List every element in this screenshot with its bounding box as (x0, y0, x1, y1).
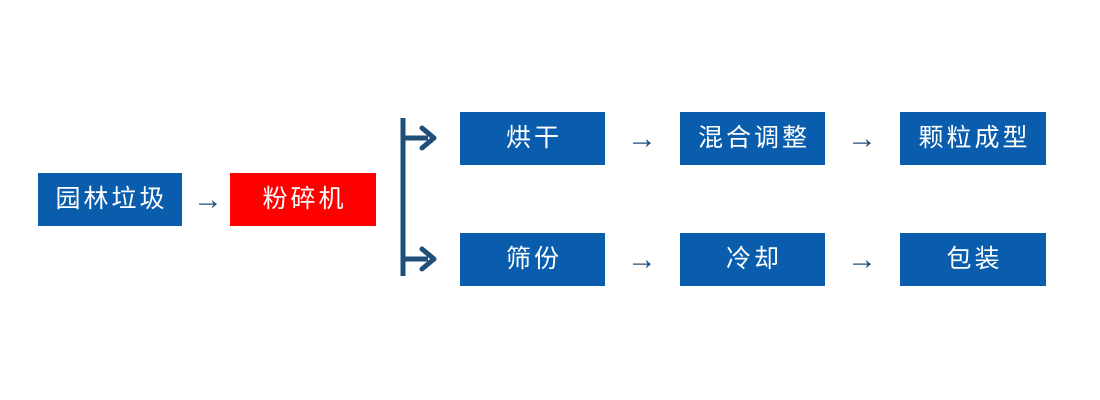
arrow-right-icon-input: → (193, 183, 223, 216)
node-mixing-adjustment[interactable]: 混合调整 (680, 112, 825, 165)
node-drying[interactable]: 烘干 (460, 112, 605, 165)
arrow-right-icon-top-1: → (627, 122, 657, 155)
node-packaging[interactable]: 包装 (900, 233, 1046, 286)
node-crusher[interactable]: 粉碎机 (230, 173, 376, 226)
arrow-right-icon-bottom-1: → (627, 243, 657, 276)
node-cooling[interactable]: 冷却 (680, 233, 825, 286)
branch-split-icon (400, 118, 437, 276)
node-pellet-forming[interactable]: 颗粒成型 (900, 112, 1046, 165)
arrow-right-icon-bottom-2: → (847, 243, 877, 276)
node-screening[interactable]: 筛份 (460, 233, 605, 286)
node-raw-material[interactable]: 园林垃圾 (38, 173, 182, 226)
arrow-right-icon-top-2: → (847, 122, 877, 155)
branch-split-connector (398, 112, 444, 282)
